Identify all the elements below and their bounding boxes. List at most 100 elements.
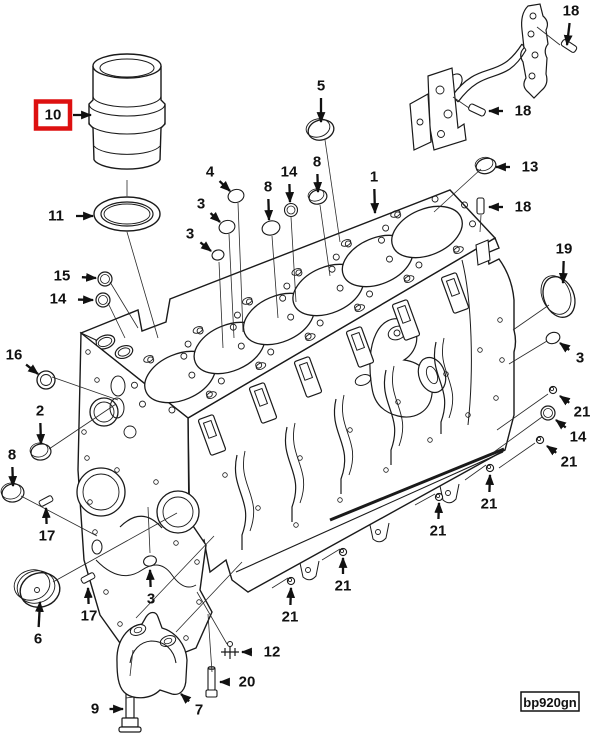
svg-text:3: 3 (576, 350, 584, 367)
hex-plug-14-left (95, 292, 111, 308)
svg-text:15: 15 (54, 268, 71, 285)
plug-14-top (283, 202, 299, 218)
svg-text:19: 19 (556, 241, 573, 258)
drawing-code-text: bp920gn (523, 695, 577, 710)
cup-plug-2 (29, 442, 52, 461)
deck-shelf-ports (94, 334, 134, 360)
set-screw-21 (338, 547, 348, 557)
callout-12: 12 (240, 644, 280, 661)
callout-10: 10 (33, 99, 93, 131)
plug-3-bottom (143, 555, 157, 567)
callout-4: 4 (206, 164, 231, 192)
svg-text:16: 16 (6, 347, 23, 364)
svg-text:21: 21 (282, 609, 299, 626)
deck-tab (475, 239, 491, 266)
callout-11: 11 (48, 208, 95, 225)
set-screw-21 (548, 385, 558, 395)
callout-18: 18 (487, 103, 532, 120)
block-side-face (187, 236, 517, 593)
svg-text:4: 4 (206, 164, 215, 181)
svg-text:14: 14 (50, 291, 67, 308)
svg-text:3: 3 (197, 196, 205, 213)
svg-text:5: 5 (317, 78, 325, 95)
svg-text:8: 8 (313, 154, 321, 171)
block-end-seam (461, 259, 472, 426)
svg-text:3: 3 (186, 226, 194, 243)
bearing-cap-7 (116, 611, 188, 699)
svg-text:18: 18 (515, 103, 532, 120)
svg-text:13: 13 (522, 159, 539, 176)
callout-19: 19 (556, 241, 573, 285)
callout-21: 21 (559, 395, 591, 421)
plug-3-right (545, 331, 561, 345)
callout-14: 14 (281, 164, 298, 204)
svg-text:17: 17 (39, 528, 56, 545)
dowel-pin-17a (38, 495, 54, 507)
dowel-pin-18a (560, 39, 578, 53)
set-screw-21 (535, 435, 545, 445)
callout-21: 21 (481, 473, 498, 513)
set-screws-21 (286, 385, 558, 586)
callout-14: 14 (50, 291, 95, 308)
drawing-code-box: bp920gn (520, 691, 580, 712)
callout-21: 21 (546, 445, 578, 471)
engine-block-drawing (76, 189, 517, 663)
svg-text:17: 17 (81, 608, 98, 625)
side-windows (197, 272, 470, 456)
callout-8: 8 (264, 179, 274, 222)
svg-text:8: 8 (264, 179, 272, 196)
callout-2: 2 (36, 403, 46, 446)
fitting-12 (221, 641, 239, 659)
svg-text:11: 11 (48, 208, 64, 225)
svg-text:21: 21 (335, 578, 352, 595)
callout-21: 21 (430, 501, 446, 540)
dowel-pin-17b (80, 572, 96, 584)
svg-text:21: 21 (574, 404, 591, 421)
dowel-pin-18b (468, 103, 486, 117)
svg-text:10: 10 (45, 107, 62, 124)
plug-4 (227, 188, 245, 204)
bolt-holes (81, 317, 505, 659)
svg-text:9: 9 (91, 701, 99, 718)
cup-plug-6 (13, 569, 61, 608)
callout-20: 20 (218, 674, 256, 691)
svg-text:21: 21 (481, 496, 498, 513)
callout-5: 5 (316, 78, 326, 124)
hex-plug-15 (97, 271, 113, 287)
svg-text:20: 20 (239, 674, 256, 691)
svg-text:7: 7 (195, 702, 203, 719)
front-face-bores (76, 375, 200, 588)
callout-8: 8 (8, 447, 18, 488)
leader-lines (20, 26, 561, 677)
hex-plug-16 (36, 370, 56, 390)
callout-18: 18 (563, 3, 580, 47)
callout-3: 3 (145, 568, 155, 608)
highlight-box (33, 99, 73, 131)
cylinder-liner-part (88, 53, 166, 170)
svg-text:21: 21 (561, 454, 578, 471)
callout-3: 3 (186, 226, 212, 252)
cup-plug-19 (540, 275, 576, 318)
callout-14: 14 (555, 419, 587, 446)
plug-3b (211, 249, 225, 261)
callout-16: 16 (6, 347, 39, 375)
callout-7: 7 (180, 693, 203, 719)
callout-8: 8 (313, 154, 323, 194)
svg-text:14: 14 (281, 164, 298, 181)
callout-9: 9 (91, 701, 125, 718)
callout-17: 17 (39, 506, 56, 545)
svg-text:18: 18 (563, 3, 580, 20)
oring-seal-part (93, 196, 161, 232)
callout-21: 21 (282, 586, 299, 626)
dowel-20 (205, 666, 218, 698)
callout-3: 3 (197, 196, 221, 223)
oil-pan-rail (235, 447, 505, 581)
plug-3a (218, 219, 236, 235)
cylinder-bores (131, 195, 476, 414)
callout-13: 13 (494, 159, 539, 176)
set-screw-21 (485, 463, 495, 473)
svg-text:6: 6 (34, 631, 42, 648)
bolt-9 (118, 677, 142, 733)
